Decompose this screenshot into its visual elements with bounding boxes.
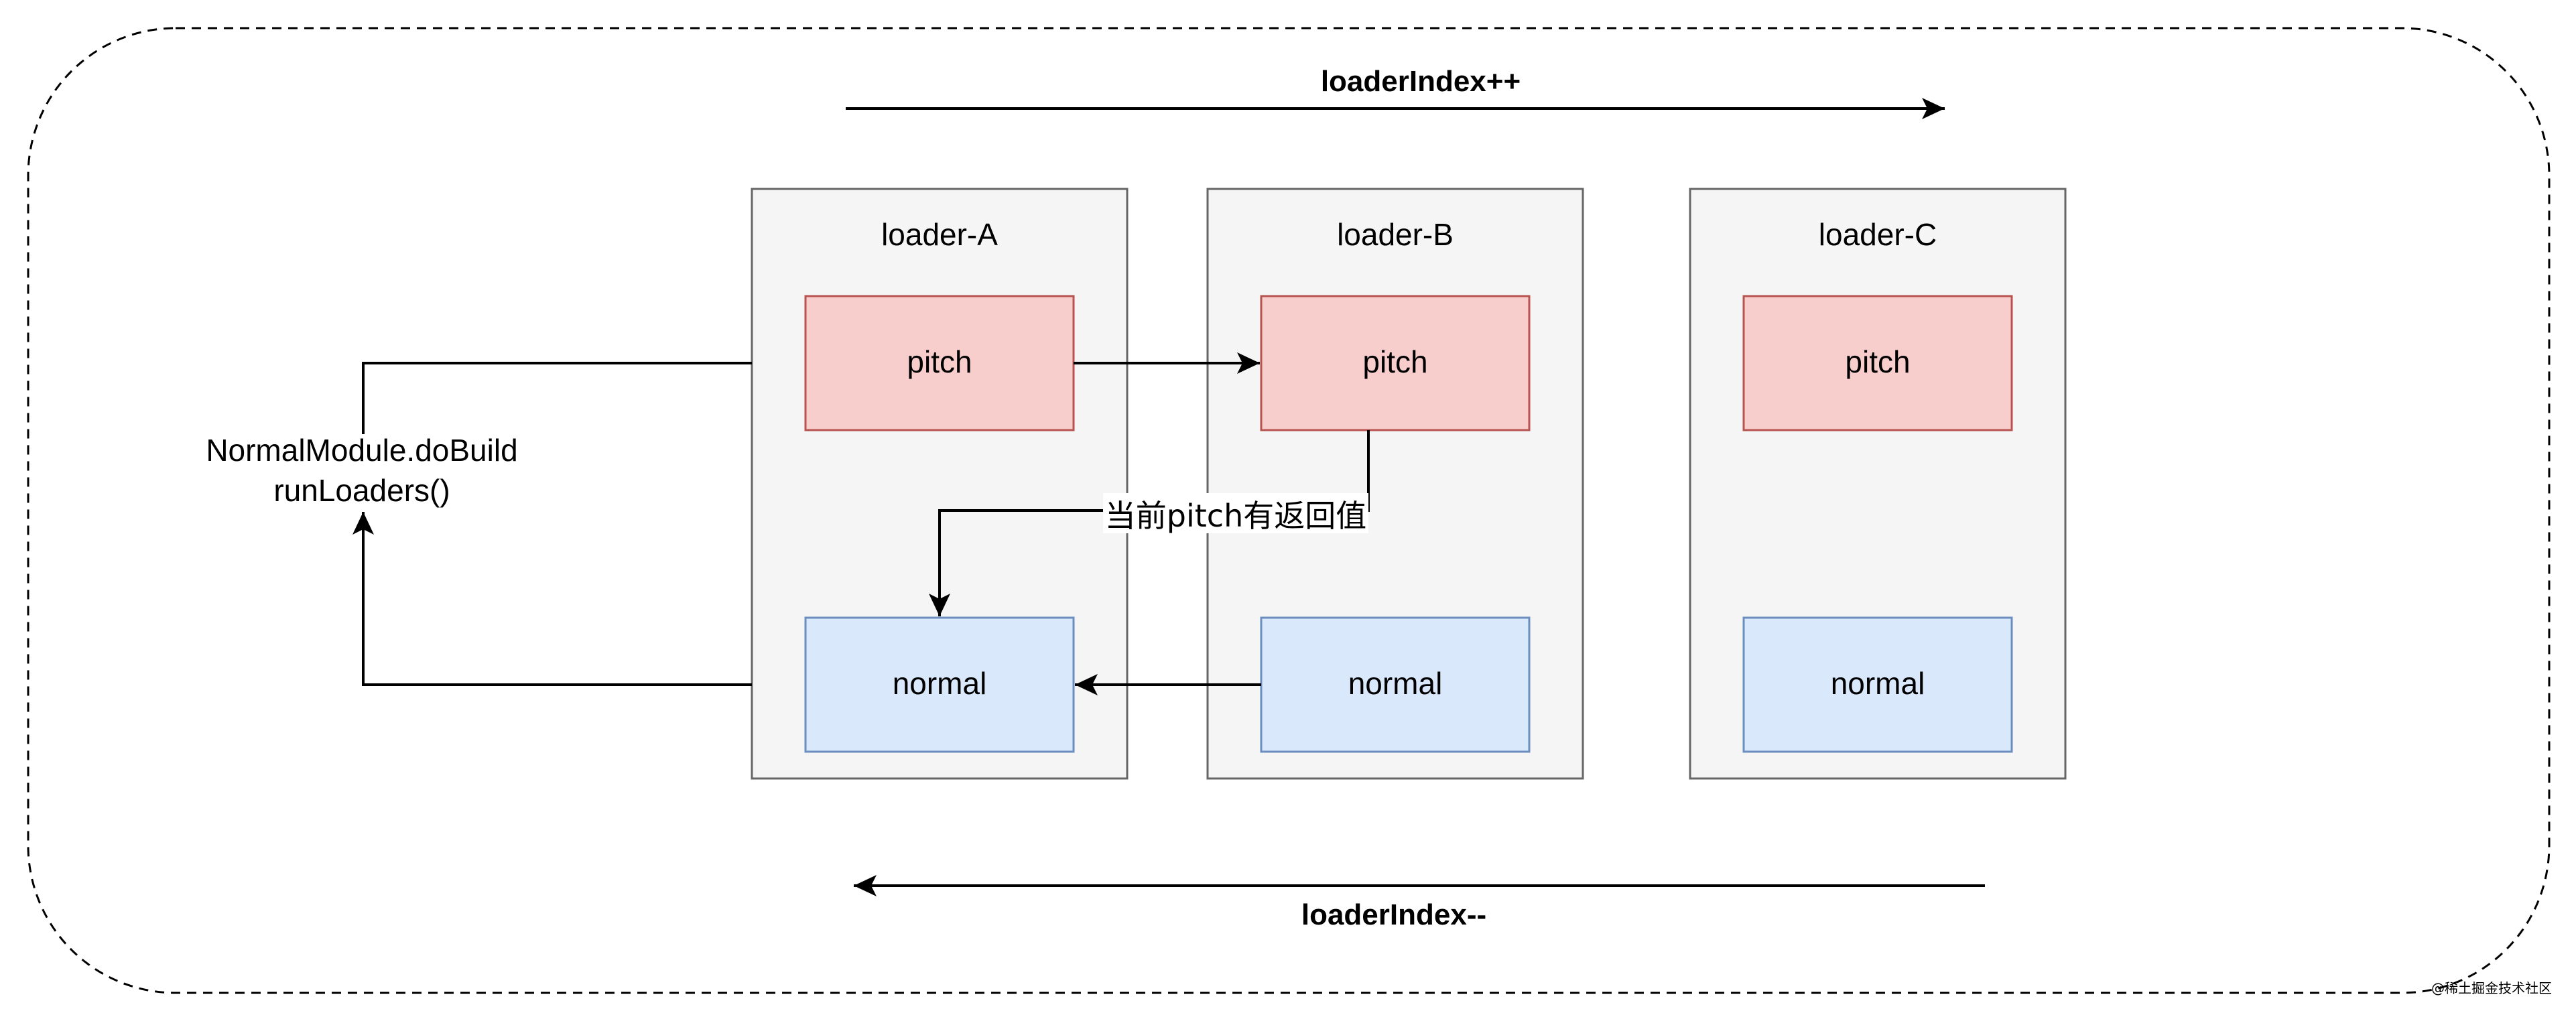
loader-b-pitch-label: pitch — [1362, 344, 1427, 379]
bottom-arrow-label: loaderIndex-- — [1301, 898, 1486, 931]
pitch-a-to-pitch-b-arrow-head — [1237, 352, 1260, 374]
outer-boundary — [27, 27, 2551, 994]
normal-to-entry-connector — [362, 512, 752, 686]
loader-b-title: loader-B — [1337, 217, 1454, 252]
top-arrow-head — [1922, 98, 1945, 119]
loader-c-normal-box — [1742, 616, 2013, 753]
return-label-bg — [1103, 493, 1368, 533]
loader-c-group: loader-C pitch normal — [1689, 188, 2067, 780]
pitch-return-arrow-head — [929, 594, 950, 616]
entry-to-pitch-connector — [362, 362, 752, 434]
normal-to-entry-arrow-head — [352, 512, 374, 535]
loader-c-pitch-box — [1742, 295, 2013, 431]
return-label: 当前pitch有返回值 — [1105, 498, 1366, 534]
bottom-arrow-head — [854, 875, 877, 896]
loader-c-normal-label: normal — [1831, 666, 1925, 701]
normal-b-to-normal-a-arrow-head — [1075, 674, 1098, 695]
loader-b-pitch-box — [1260, 295, 1531, 431]
loader-a-group: loader-A pitch normal — [751, 188, 1129, 780]
loader-c-pitch-label: pitch — [1845, 344, 1910, 379]
loader-a-title: loader-A — [881, 217, 998, 252]
loader-a-normal-box — [804, 616, 1075, 753]
loader-a-pitch-box — [804, 295, 1075, 431]
entry-label-line2: runLoaders() — [273, 473, 450, 508]
top-arrow-label: loaderIndex++ — [1321, 65, 1521, 98]
loader-c-title: loader-C — [1819, 217, 1937, 252]
loader-a-normal-label: normal — [893, 666, 987, 701]
loader-b-normal-box — [1260, 616, 1531, 753]
entry-label-line1: NormalModule.doBuild — [206, 433, 517, 468]
watermark: @稀土掘金技术社区 — [2431, 980, 2552, 996]
loader-a-pitch-label: pitch — [907, 344, 972, 379]
loader-b-normal-label: normal — [1348, 666, 1443, 701]
loader-b-group: loader-B pitch normal — [1206, 188, 1584, 780]
